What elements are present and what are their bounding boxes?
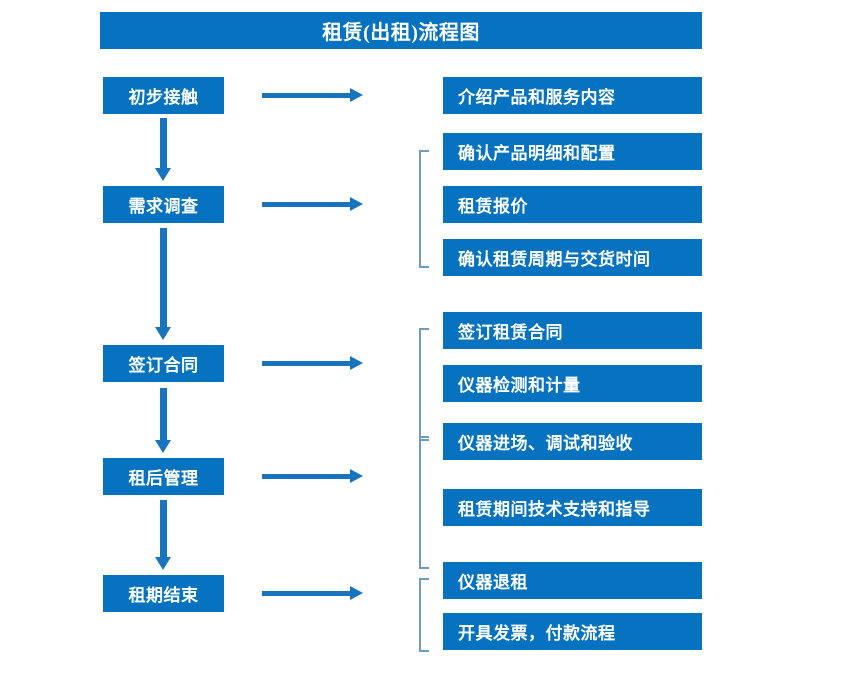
flow-arrow-down-1 — [155, 118, 172, 181]
group-bracket-lease-end — [419, 578, 429, 652]
detail-box-confirm-period[interactable]: 确认租赁周期与交货时间 — [443, 239, 702, 276]
stage-box-sign-contract[interactable]: 签订合同 — [103, 345, 224, 382]
stage-box-needs-survey[interactable]: 需求调查 — [103, 186, 224, 223]
arrow-shaft — [160, 388, 167, 440]
detail-box-introduce-products[interactable]: 介绍产品和服务内容 — [443, 77, 702, 114]
diagram-title: 租赁(出租)流程图 — [100, 12, 702, 49]
detail-box-instrument-testing[interactable]: 仪器检测和计量 — [443, 365, 702, 402]
group-bracket-contract — [419, 328, 429, 441]
detail-box-rental-quotation[interactable]: 租赁报价 — [443, 186, 702, 223]
stage-box-lease-end[interactable]: 租期结束 — [103, 575, 224, 612]
link-arrow-right-4 — [262, 469, 363, 483]
arrow-head — [155, 327, 171, 340]
arrow-head — [350, 586, 363, 600]
stage-box-post-rental[interactable]: 租后管理 — [103, 458, 224, 495]
arrow-shaft — [160, 500, 167, 557]
detail-box-technical-support[interactable]: 租赁期间技术支持和指导 — [443, 489, 702, 526]
detail-box-sign-rental-contract[interactable]: 签订租赁合同 — [443, 312, 702, 349]
arrow-shaft — [262, 93, 351, 98]
flow-arrow-down-2 — [155, 228, 172, 340]
detail-box-instrument-return[interactable]: 仪器退租 — [443, 562, 702, 599]
arrow-head — [350, 197, 363, 211]
arrow-shaft — [262, 202, 351, 207]
arrow-head — [350, 356, 363, 370]
detail-box-confirm-product-spec[interactable]: 确认产品明细和配置 — [443, 133, 702, 170]
arrow-head — [350, 469, 363, 483]
link-arrow-right-1 — [262, 88, 363, 102]
flow-arrow-down-3 — [155, 388, 172, 453]
arrow-head — [350, 88, 363, 102]
group-bracket-post-rental — [419, 436, 429, 569]
detail-box-instrument-delivery[interactable]: 仪器进场、调试和验收 — [443, 423, 702, 460]
arrow-shaft — [160, 228, 167, 327]
arrow-shaft — [262, 474, 351, 479]
link-arrow-right-3 — [262, 356, 363, 370]
stage-box-initial-contact[interactable]: 初步接触 — [103, 77, 224, 114]
detail-box-invoice-payment[interactable]: 开具发票，付款流程 — [443, 613, 702, 650]
link-arrow-right-2 — [262, 197, 363, 211]
flow-arrow-down-4 — [155, 500, 172, 570]
arrow-head — [155, 557, 171, 570]
arrow-shaft — [262, 361, 351, 366]
arrow-head — [155, 168, 171, 181]
group-bracket-needs-survey — [419, 150, 429, 268]
link-arrow-right-5 — [262, 586, 363, 600]
arrow-shaft — [160, 118, 167, 168]
arrow-head — [155, 440, 171, 453]
arrow-shaft — [262, 591, 351, 596]
